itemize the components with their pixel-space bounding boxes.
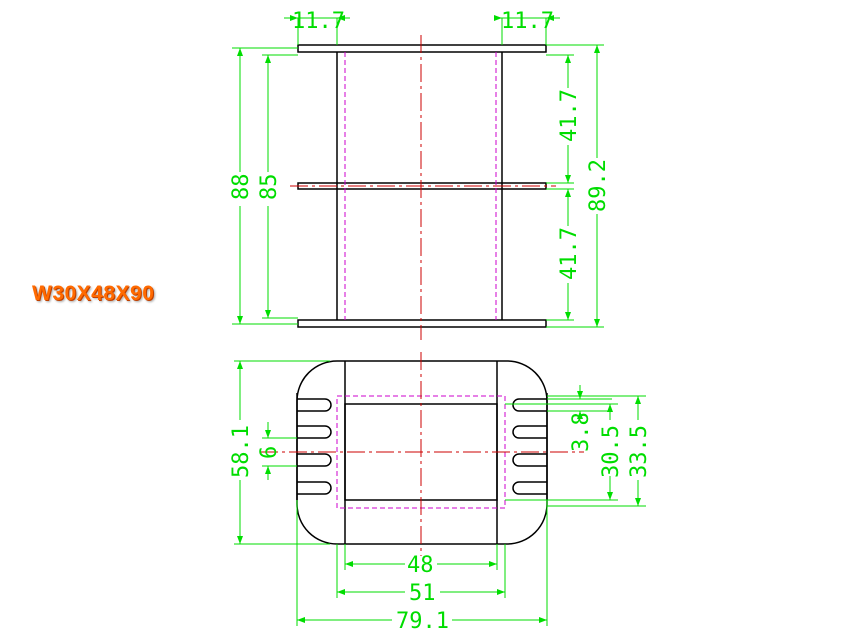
model-title: W30X48X90 [32, 282, 155, 305]
dim-30-5: 30.5 [599, 425, 624, 478]
top-flange [297, 44, 547, 53]
bottom-flange [297, 319, 547, 328]
dim-51: 51 [409, 581, 436, 606]
dim-6: 6 [257, 446, 282, 459]
side-view-hidden-lines [344, 52, 497, 320]
plan-view-arrows [237, 361, 641, 623]
plan-view-centerlines [260, 352, 584, 556]
left-slots [297, 398, 332, 495]
dim-58-1: 58.1 [229, 425, 254, 478]
dim-41-7-lower: 41.7 [557, 227, 582, 280]
right-slots [512, 398, 547, 495]
dim-88: 88 [229, 174, 254, 201]
dim-41-7-upper: 41.7 [557, 89, 582, 142]
side-view-arrows [237, 15, 600, 327]
dim-top-right-11-7: 11.7 [501, 9, 554, 34]
side-view-centerlines [290, 35, 556, 340]
side-view-dimensions [232, 17, 604, 328]
dim-85: 85 [257, 174, 282, 201]
dim-33-5: 33.5 [627, 425, 652, 478]
plan-view-dimensions [234, 360, 646, 626]
dim-79-1: 79.1 [396, 609, 449, 634]
dim-top-left-11-7: 11.7 [292, 9, 345, 34]
dim-48: 48 [407, 553, 434, 578]
dim-89-2: 89.2 [586, 159, 611, 212]
dim-3-8: 3.8 [569, 412, 594, 452]
